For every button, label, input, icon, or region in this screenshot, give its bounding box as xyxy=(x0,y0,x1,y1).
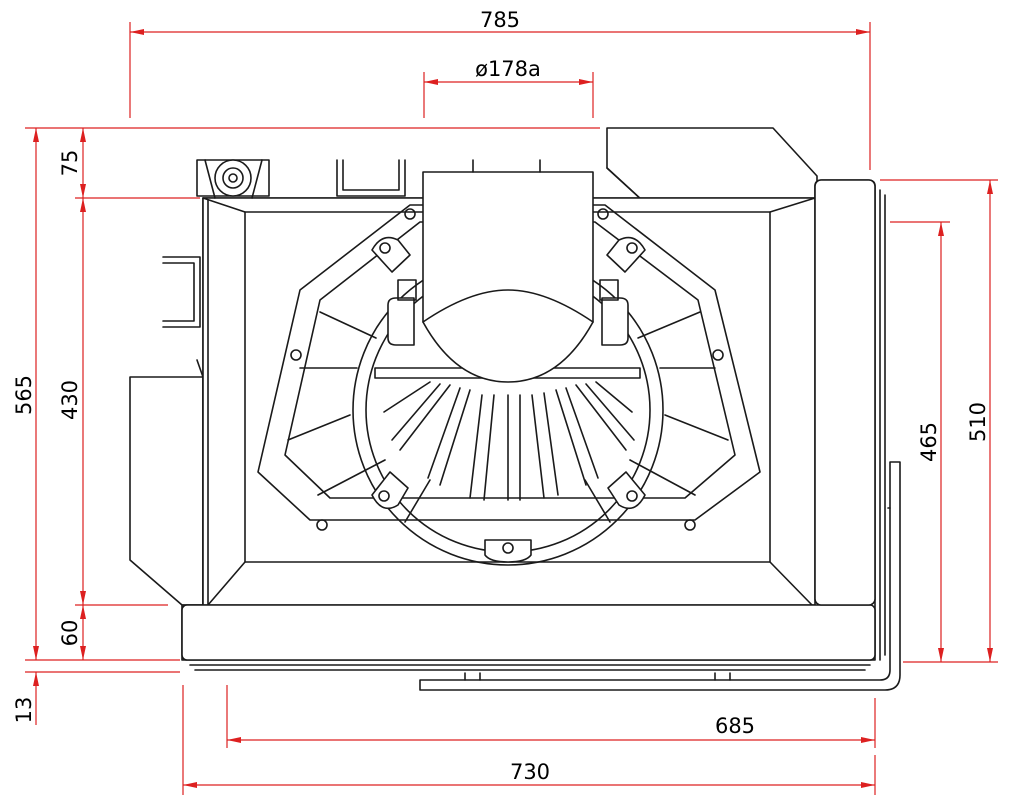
main-body xyxy=(181,179,886,671)
top-bracket xyxy=(336,159,406,197)
dimension-labels: 785 ø178a 685 730 565 75 430 60 13 465 5… xyxy=(12,8,990,784)
dimension-lines xyxy=(25,22,998,795)
dim-bottom-offset: 13 xyxy=(12,697,36,724)
dim-right-inner-height: 465 xyxy=(917,422,941,462)
dim-right-outer-height: 510 xyxy=(966,402,990,442)
dim-body-height: 430 xyxy=(58,380,82,420)
dim-top-offset: 75 xyxy=(58,150,82,177)
dim-base-width: 730 xyxy=(510,760,550,784)
dim-base-height: 60 xyxy=(58,620,82,647)
dim-inner-width: 685 xyxy=(715,714,755,738)
fan-ribs xyxy=(383,381,635,501)
right-handle xyxy=(419,461,901,691)
dim-overall-width: 785 xyxy=(480,8,520,32)
octagonal-frame xyxy=(257,204,761,531)
stove-drawing xyxy=(129,127,901,691)
dim-flue-diameter: ø178a xyxy=(475,57,541,81)
left-bracket xyxy=(162,256,201,328)
flue-collar xyxy=(422,159,594,383)
connector-fitting xyxy=(196,159,270,199)
dim-overall-height: 565 xyxy=(12,375,36,415)
left-side-panel xyxy=(129,359,204,606)
